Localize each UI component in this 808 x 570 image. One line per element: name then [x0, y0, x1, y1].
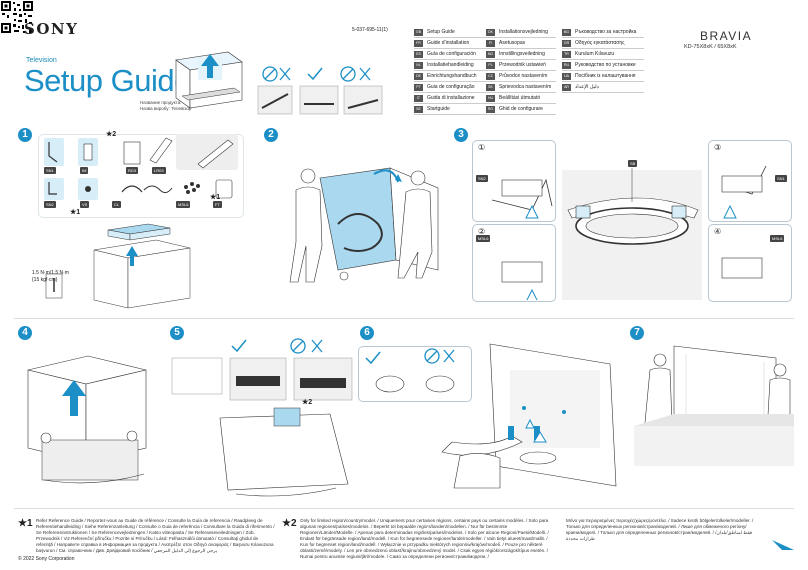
step-number-4: 4	[18, 326, 32, 340]
language-item: Οδηγός εγκατάστασης	[575, 40, 625, 46]
star1-marker: ★1	[70, 209, 81, 216]
tag-msl6-left: MSL6	[476, 235, 491, 242]
part-label-cl: CL	[112, 201, 122, 208]
subtitle-ru: Название продукта: Телевизор	[140, 100, 205, 105]
tag-sn2: SN2	[476, 175, 488, 182]
language-item: Руководство по установке	[575, 62, 636, 68]
step1-parts-illustration	[44, 134, 238, 309]
step3-illustration	[491, 165, 767, 300]
sub-step-4: ④	[714, 227, 722, 236]
prohibited-icon-1	[262, 66, 291, 82]
footer-divider	[14, 508, 794, 509]
part-label-lr03: LR03	[152, 167, 166, 174]
language-item: Guida di installazione	[427, 95, 475, 101]
footnote-region-limit-2: Μόνο για περιορισμένες περιοχές/χώρες/μο…	[566, 518, 754, 541]
language-item: Guia de configuração	[427, 84, 475, 90]
part-label-msl6: MSL6	[176, 201, 191, 208]
star1-marker-ft: ★1	[210, 194, 221, 201]
language-item: Installationsvejledning	[499, 29, 548, 35]
part-label-ft: FT	[213, 201, 222, 208]
language-item: Einrichtungshandbuch	[427, 73, 477, 79]
language-item: دليل الإعداد	[575, 84, 599, 90]
step3-sub-2	[472, 224, 556, 302]
step3-sub-3	[708, 140, 792, 222]
step-number-6: 6	[360, 326, 374, 340]
language-item: Kurulum Kılavuzu	[575, 51, 615, 57]
torque-spec: 1.5 N·m/1.5 N·m	[32, 270, 69, 276]
product-brand: BRAVIA	[700, 29, 753, 43]
origami-bird-icon	[772, 540, 794, 558]
language-item: Ръководство за настройка	[575, 29, 637, 35]
step-number-7: 7	[630, 326, 644, 340]
part-label-sn1: SN1	[44, 167, 56, 174]
model-numbers: KD-75X8xK / 65X8xK	[684, 44, 737, 50]
tag-msl6-right: MSL6	[770, 235, 785, 242]
language-item: Startguide	[427, 106, 450, 112]
header-handling-icons	[257, 66, 383, 115]
language-item: Guía de configuración	[427, 51, 476, 57]
language-item: Przewodnik ustawień	[499, 62, 546, 68]
language-item: Sprievodca nastavením	[499, 84, 552, 90]
step-number-5: 5	[170, 326, 184, 340]
tag-sb: SB	[628, 160, 638, 167]
footnote-mark-2: ★2	[282, 518, 297, 529]
part-label-vs: VS	[80, 201, 90, 208]
language-item: Beállítási útmutató	[499, 95, 541, 101]
language-item: Посібник із налаштування	[575, 73, 636, 79]
step5-star2: ★2	[302, 399, 313, 406]
step-number-2: 2	[264, 128, 278, 142]
sub-step-3: ③	[714, 143, 722, 152]
footnote-mark-1: ★1	[18, 518, 33, 529]
document-code: 5-037-695-11(1)	[352, 27, 388, 33]
step7-illustration	[634, 345, 794, 466]
language-item: Guide d’installation	[427, 40, 470, 46]
language-item: Ghid de configurare	[499, 106, 543, 112]
part-label-rd3: RD3	[126, 167, 139, 174]
language-item: Průvodce nastavením	[499, 73, 548, 79]
subtitle-ua: Назва виробу: Телевізор	[140, 106, 192, 111]
step6-detail-panel	[358, 346, 472, 402]
step-number-3: 3	[454, 128, 468, 142]
language-item: Innstillingsveiledning	[499, 51, 545, 57]
footnote-reference-guide: Refer Reference Guide / Reportez-vous au…	[36, 518, 275, 553]
torque-spec-kgf: {15 kgf·cm}	[32, 277, 58, 283]
category-label: Television	[26, 57, 57, 64]
step4-illustration	[27, 355, 147, 484]
language-item: Asetusopas	[499, 40, 526, 46]
sony-logo: SONY	[24, 20, 79, 38]
step2-illustration	[289, 167, 439, 283]
sub-step-1: ①	[478, 143, 486, 152]
row-divider	[14, 318, 794, 319]
parts-panel	[38, 134, 244, 218]
step3-sub-4	[708, 224, 792, 302]
page-title: Setup Guide	[24, 63, 191, 98]
footnote-region-limit: Only for limited region/country/model. /…	[300, 518, 549, 559]
step-number-1: 1	[18, 128, 32, 142]
star2-marker: ★2	[106, 131, 117, 138]
qr-code	[0, 0, 34, 34]
tag-sn1: SN1	[775, 175, 787, 182]
copyright: © 2022 Sony Corporation	[18, 556, 75, 562]
step6-illustration	[365, 343, 617, 489]
language-item: Setup Guide	[427, 29, 455, 35]
step3-sub-1	[472, 140, 556, 222]
header-box-illustration	[175, 51, 243, 109]
part-label-sn2: SN2	[44, 201, 56, 208]
part-label-im: IM	[80, 167, 89, 174]
prohibited-icon-2	[340, 66, 371, 82]
language-item: Installatiehandleiding	[427, 62, 474, 68]
check-icon	[307, 67, 323, 81]
sub-step-2: ②	[478, 227, 486, 236]
step5-illustration	[171, 338, 353, 497]
